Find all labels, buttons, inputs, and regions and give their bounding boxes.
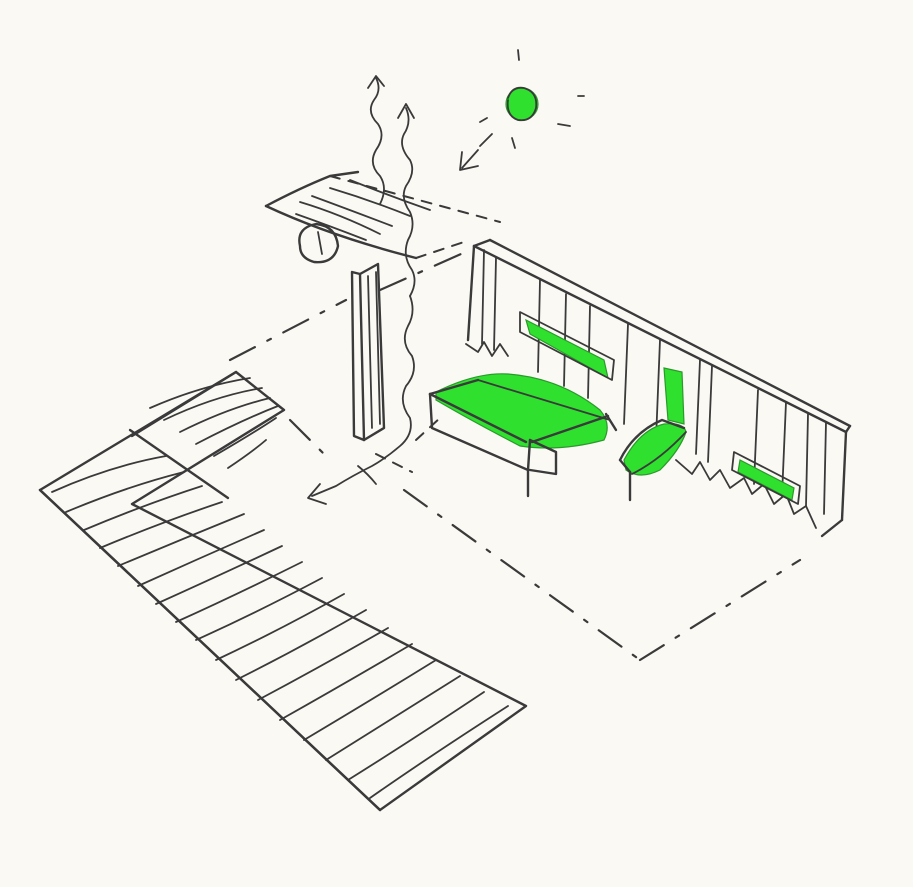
planter-strip-upper <box>520 312 614 380</box>
solar-ray-arrow-icon <box>460 134 492 170</box>
planter-strip-lower <box>732 452 800 504</box>
sun-icon <box>480 50 584 148</box>
lamp-icon <box>299 224 338 262</box>
planter-vertical <box>664 368 684 424</box>
airflow-arrow-icon <box>368 76 415 296</box>
